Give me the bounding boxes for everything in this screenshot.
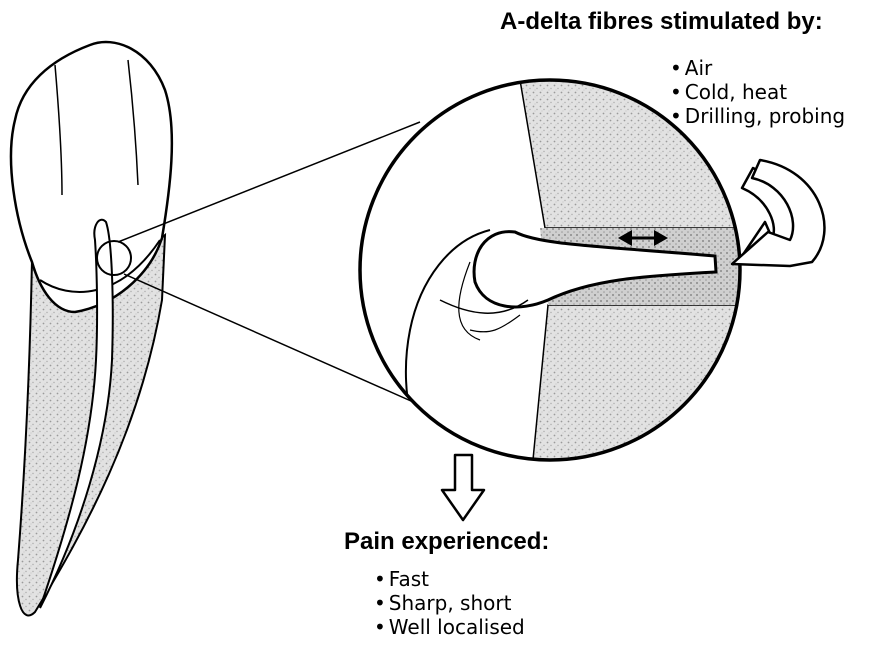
stimulus-item: Drilling, probing <box>670 104 845 128</box>
stimulus-item: Cold, heat <box>670 80 845 104</box>
down-arrow-icon <box>442 455 484 520</box>
tooth <box>11 42 172 615</box>
stimuli-list: Air Cold, heat Drilling, probing <box>670 56 845 128</box>
pain-heading: Pain experienced: <box>344 528 549 556</box>
pain-item: Sharp, short <box>374 591 525 615</box>
pain-item: Fast <box>374 567 525 591</box>
stimulus-item: Air <box>670 56 845 80</box>
dentine-lower <box>532 305 760 470</box>
magnified-view <box>360 80 760 470</box>
pain-item: Well localised <box>374 615 525 639</box>
stimuli-heading: A-delta fibres stimulated by: <box>500 8 823 36</box>
pain-list: Fast Sharp, short Well localised <box>374 567 525 639</box>
